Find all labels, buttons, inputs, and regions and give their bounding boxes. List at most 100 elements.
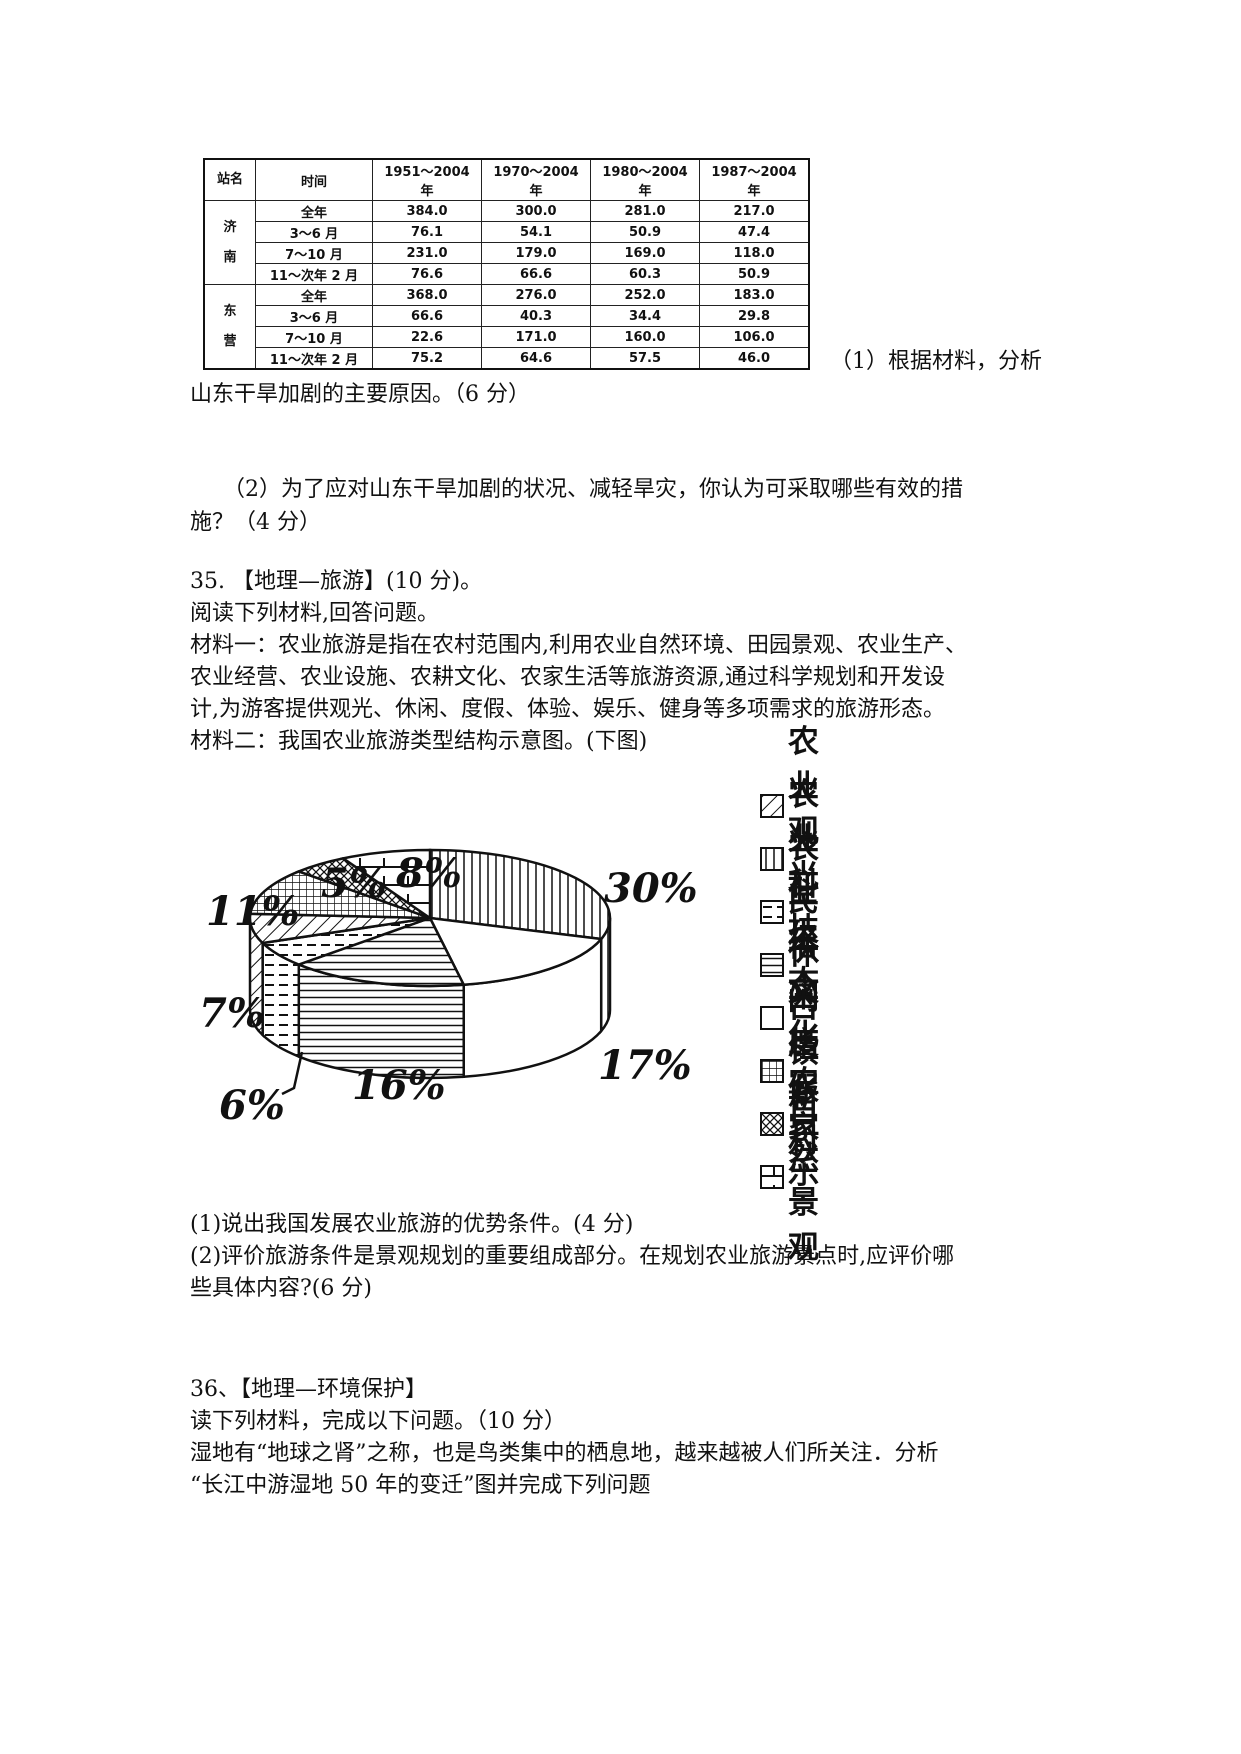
value-cell: 46.0	[699, 347, 810, 370]
vertical-hatch-swatch-icon	[760, 847, 784, 871]
period-cell: 7～10 月	[255, 326, 373, 348]
value-cell: 29.8	[699, 305, 810, 327]
value-cell: 276.0	[481, 284, 591, 306]
period-cell: 11～次年 2 月	[255, 347, 373, 370]
value-cell: 76.6	[372, 263, 482, 285]
label-8-pct: 8%	[396, 850, 462, 897]
value-cell: 300.0	[481, 200, 591, 222]
value-cell: 60.3	[590, 263, 700, 285]
value-cell: 252.0	[590, 284, 700, 306]
table-header-cell: 1951～2004 年	[372, 158, 482, 201]
station-name-cell: 济 南	[203, 200, 256, 285]
legend-item-agri-ecology: 农业生态	[760, 830, 822, 1001]
legend-item-agri-sightseeing: 农业观光	[760, 724, 822, 895]
table-header-cell: 站名	[203, 158, 256, 201]
q1-text-a: （1）根据材料，分析	[830, 349, 1042, 374]
legend-item-leisure-resort: 休闲度假	[760, 936, 822, 1107]
empty-swatch-icon	[760, 1006, 784, 1030]
value-cell: 106.0	[699, 326, 810, 348]
value-cell: 66.6	[481, 263, 591, 285]
value-cell: 217.0	[699, 200, 810, 222]
horizontal-hatch-swatch-icon	[760, 953, 784, 977]
label-7-pct: 7%	[199, 990, 265, 1037]
material-2: 材料二：我国农业旅游类型结构示意图。(下图)	[190, 729, 648, 754]
pie-slice-自然景观	[340, 848, 432, 921]
value-cell: 54.1	[481, 221, 591, 243]
s35-question-1: (1)说出我国发展农业旅游的优势条件。(4 分)	[190, 1212, 634, 1237]
table-header-cell: 1987～2004 年	[699, 158, 810, 201]
material-1-line-3: 计,为游客提供观光、休闲、度假、体验、娱乐、健身等多项需求的旅游形态。	[190, 697, 945, 722]
q2-text-b: 施？（4 分）	[190, 510, 321, 535]
value-cell: 34.4	[590, 305, 700, 327]
table-header-cell: 1970～2004 年	[481, 158, 591, 201]
agri-tourism-pie-chart	[248, 848, 612, 1080]
legend-item-farm-stay: 农家乐	[760, 1065, 822, 1191]
value-cell: 47.4	[699, 221, 810, 243]
grid-swatch-icon	[760, 1059, 784, 1083]
section-36-intro: 读下列材料，完成以下问题。（10 分）	[190, 1409, 566, 1434]
value-cell: 171.0	[481, 326, 591, 348]
table-header-cell: 时间	[255, 158, 373, 201]
value-cell: 179.0	[481, 242, 591, 264]
value-cell: 384.0	[372, 200, 482, 222]
value-cell: 281.0	[590, 200, 700, 222]
value-cell: 57.5	[590, 347, 700, 370]
section-35-intro: 阅读下列材料,回答问题。	[190, 601, 439, 626]
period-cell: 7～10 月	[255, 242, 373, 264]
value-cell: 76.1	[372, 221, 482, 243]
value-cell: 66.6	[372, 305, 482, 327]
q2-text-a: （2）为了应对山东干旱加剧的状况、减轻旱灾，你认为可采取哪些有效的措	[223, 477, 963, 502]
period-cell: 全年	[255, 284, 373, 306]
material-1-line-1: 材料一：农业旅游是指在农村范围内,利用农业自然环境、田园景观、农业生产、	[190, 633, 967, 658]
q1-text-b: 山东干旱加剧的主要原因。（6 分）	[190, 382, 530, 407]
legend-item-natural-landscape: 自然景观	[760, 1095, 822, 1266]
section-36-line-1: 湿地有“地球之肾”之称，也是鸟类集中的栖息地，越来越被人们所关注．分析	[190, 1441, 939, 1466]
value-cell: 169.0	[590, 242, 700, 264]
legend-item-agri-tech: 农业科技	[760, 777, 822, 948]
cross-hatch-swatch-icon	[760, 1112, 784, 1136]
table-header-cell: 1980～2004 年	[590, 158, 700, 201]
value-cell: 160.0	[590, 326, 700, 348]
label-6-pct: 6%	[219, 1082, 285, 1129]
value-cell: 22.6	[372, 326, 482, 348]
label-16-pct: 16%	[352, 1062, 446, 1109]
s35-question-2-line-1: (2)评价旅游条件是景观规划的重要组成部分。在规划农业旅游景点时,应评价哪	[190, 1244, 955, 1269]
label-11-pct: 11%	[206, 888, 300, 935]
pie-slice-民俗文化	[295, 916, 466, 988]
material-1-line-2: 农业经营、农业设施、农耕文化、农家生活等旅游资源,通过科学规划和开发设	[190, 665, 945, 690]
period-cell: 3～6 月	[255, 221, 373, 243]
label-5-pct: 5%	[321, 860, 387, 907]
s35-question-2-line-2: 些具体内容?(6 分)	[190, 1276, 372, 1301]
diagonal-hatch-swatch-icon	[760, 794, 784, 818]
value-cell: 50.9	[590, 221, 700, 243]
label-17-pct: 17%	[598, 1042, 692, 1089]
dash-hatch-swatch-icon	[760, 900, 784, 924]
period-cell: 11～次年 2 月	[255, 263, 373, 285]
period-cell: 全年	[255, 200, 373, 222]
label-30-pct: 30%	[604, 865, 698, 912]
pie-slice-农业科技	[428, 848, 612, 941]
legend-item-old-town-new-village: 古镇新村	[760, 989, 822, 1160]
block-swatch-icon	[760, 1165, 784, 1189]
value-cell: 75.2	[372, 347, 482, 370]
section-36-line-2: “长江中游湿地 50 年的变迁”图并完成下列问题	[190, 1473, 651, 1498]
value-cell: 64.6	[481, 347, 591, 370]
value-cell: 118.0	[699, 242, 810, 264]
value-cell: 40.3	[481, 305, 591, 327]
value-cell: 183.0	[699, 284, 810, 306]
section-35-title: 35. 【地理—旅游】(10 分)。	[190, 569, 483, 594]
value-cell: 231.0	[372, 242, 482, 264]
legend-item-folk-culture: 民俗文化	[760, 883, 822, 1054]
period-cell: 3～6 月	[255, 305, 373, 327]
pie-slice-休闲度假	[427, 916, 604, 987]
